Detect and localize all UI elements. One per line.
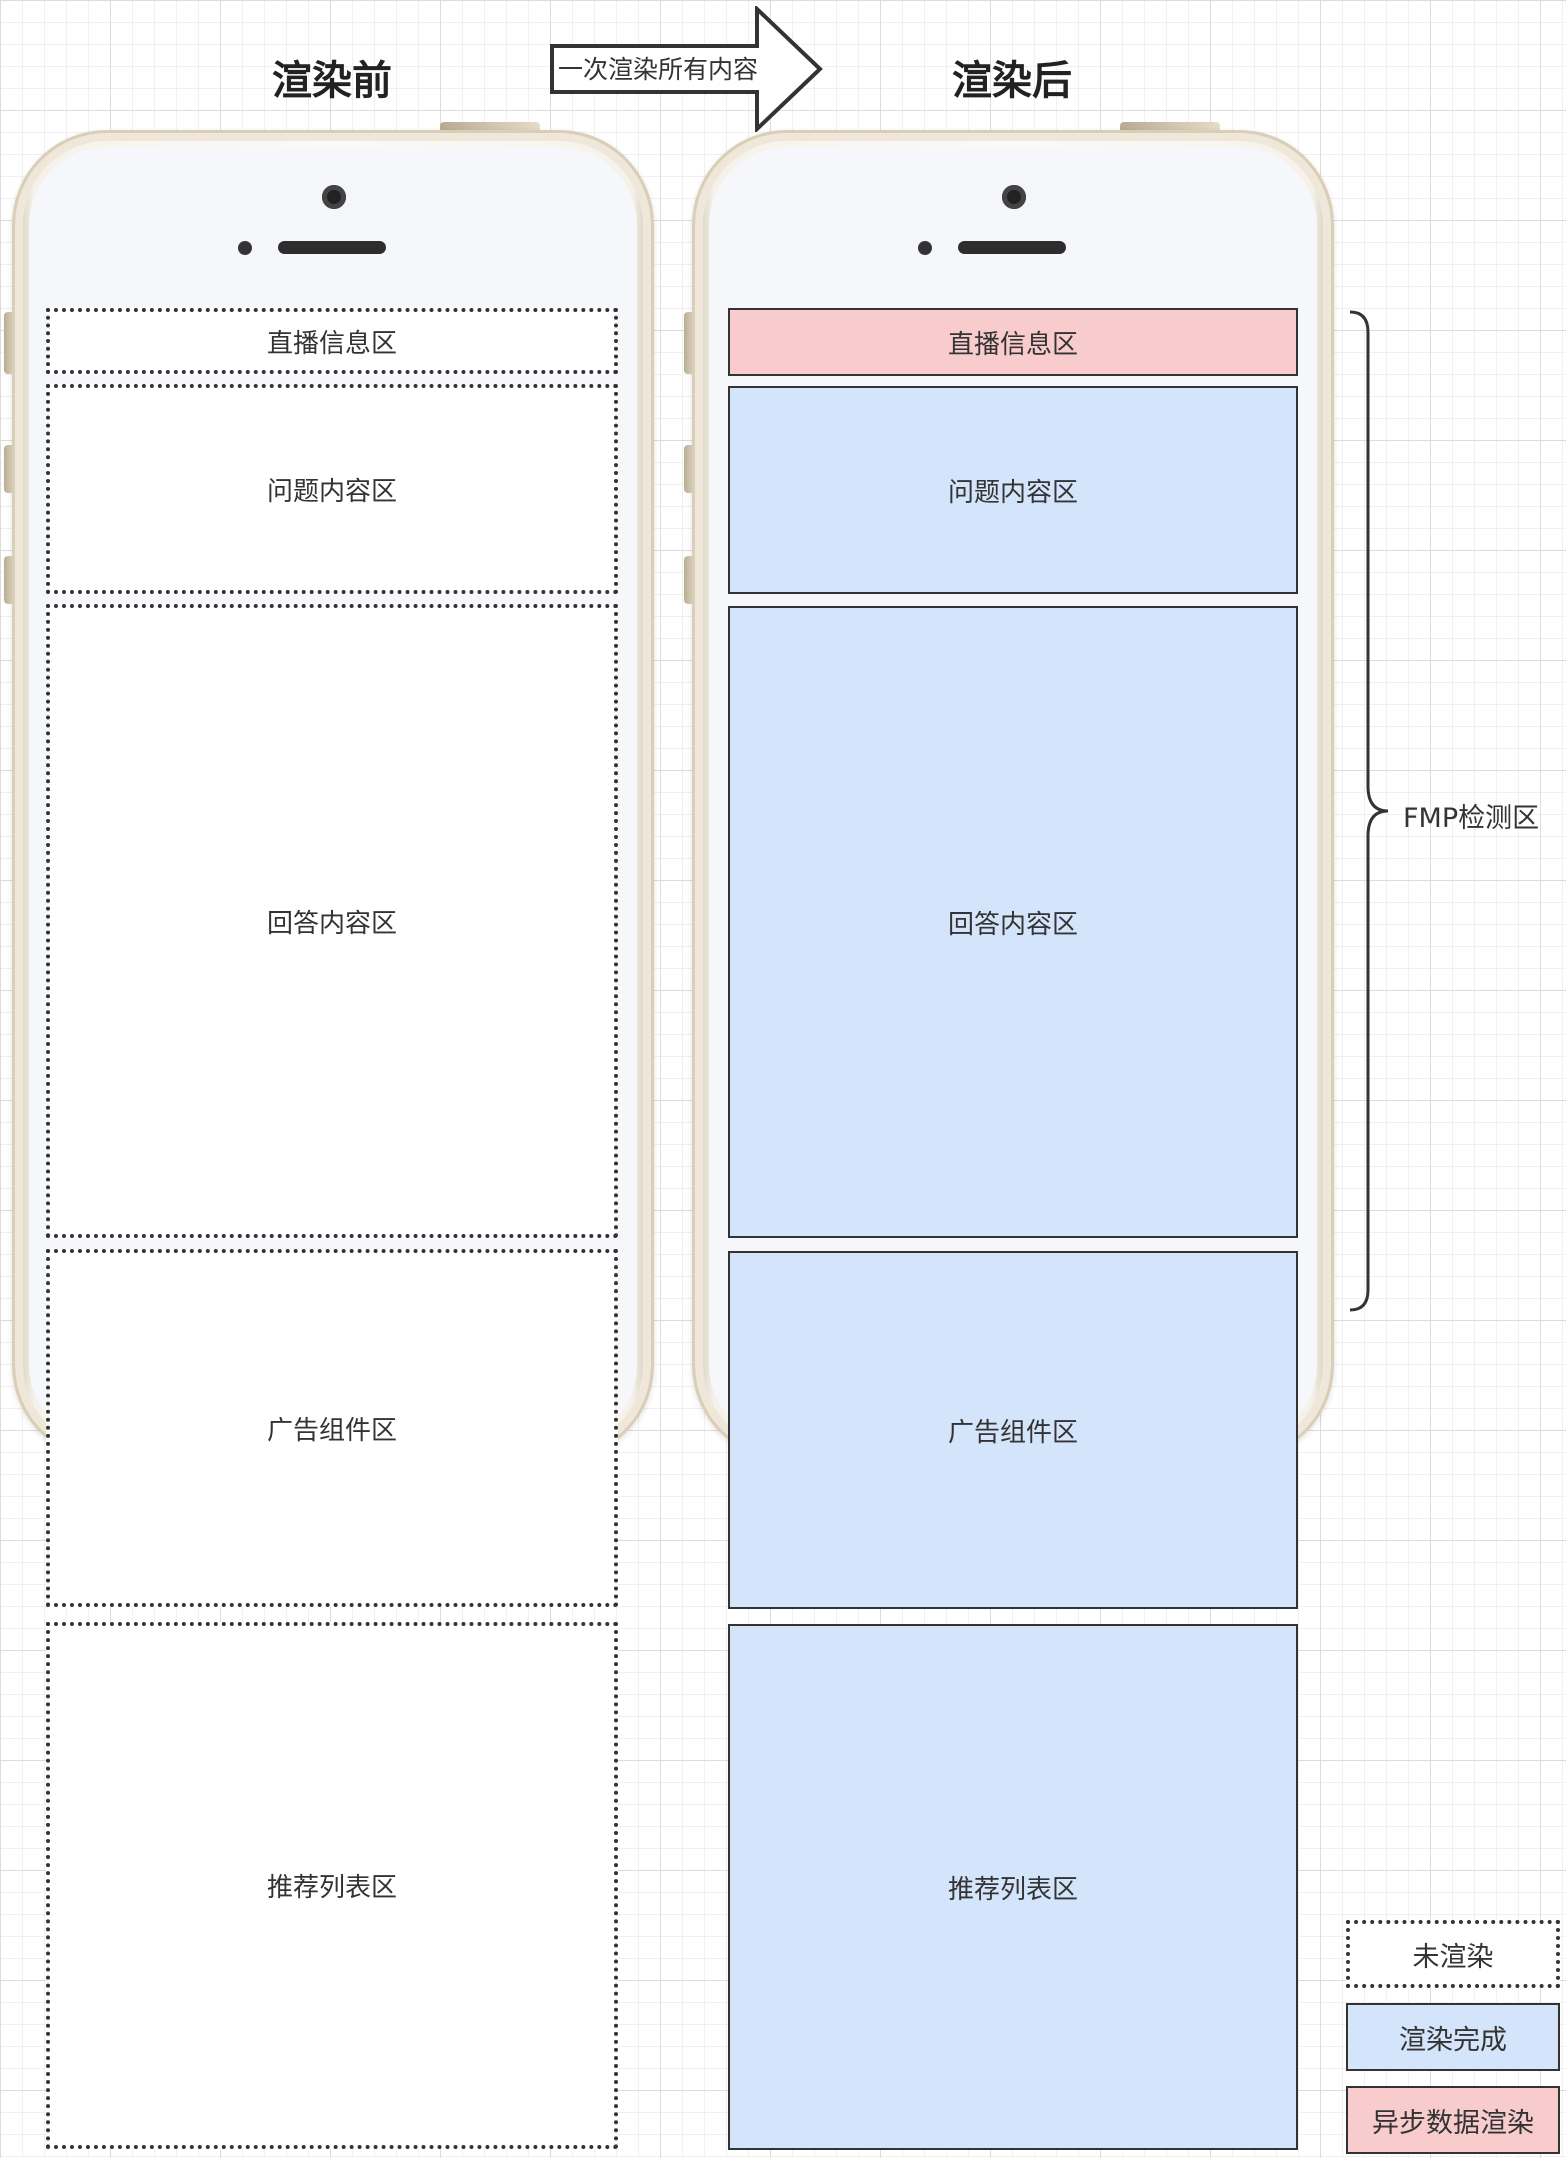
microphone-icon (918, 241, 932, 255)
volume-button (4, 445, 14, 493)
fmp-label: FMP检测区 (1403, 803, 1540, 834)
title-before: 渲染前 (272, 58, 392, 104)
title-after: 渲染后 (952, 58, 1072, 104)
volume-button (4, 556, 14, 604)
legend-not-rendered: 未渲染 (1346, 1920, 1560, 1988)
region-live-info-unrendered: 直播信息区 (46, 308, 618, 374)
region-recommend-unrendered: 推荐列表区 (46, 1622, 618, 2149)
region-answer-unrendered: 回答内容区 (46, 604, 618, 1238)
fmp-brace-icon (1349, 310, 1389, 1312)
volume-button (4, 312, 14, 374)
arrow-label: 一次渲染所有内容 (558, 55, 759, 84)
volume-button (684, 445, 694, 493)
legend-rendered: 渲染完成 (1346, 2003, 1560, 2071)
camera-icon (1002, 185, 1026, 209)
region-question-unrendered: 问题内容区 (46, 384, 618, 594)
speaker-grille (958, 241, 1066, 254)
microphone-icon (238, 241, 252, 255)
render-all-arrow: 一次渲染所有内容 (550, 4, 824, 134)
region-question-rendered: 问题内容区 (728, 386, 1298, 594)
region-answer-rendered: 回答内容区 (728, 606, 1298, 1238)
volume-button (684, 556, 694, 604)
volume-button (684, 312, 694, 374)
region-ad-rendered: 广告组件区 (728, 1251, 1298, 1609)
region-ad-unrendered: 广告组件区 (46, 1249, 618, 1607)
region-recommend-rendered: 推荐列表区 (728, 1624, 1298, 2150)
speaker-grille (278, 241, 386, 254)
region-live-info-async: 直播信息区 (728, 308, 1298, 376)
arrow-right-icon (550, 4, 823, 134)
legend-async-rendered: 异步数据渲染 (1346, 2086, 1560, 2154)
camera-icon (322, 185, 346, 209)
